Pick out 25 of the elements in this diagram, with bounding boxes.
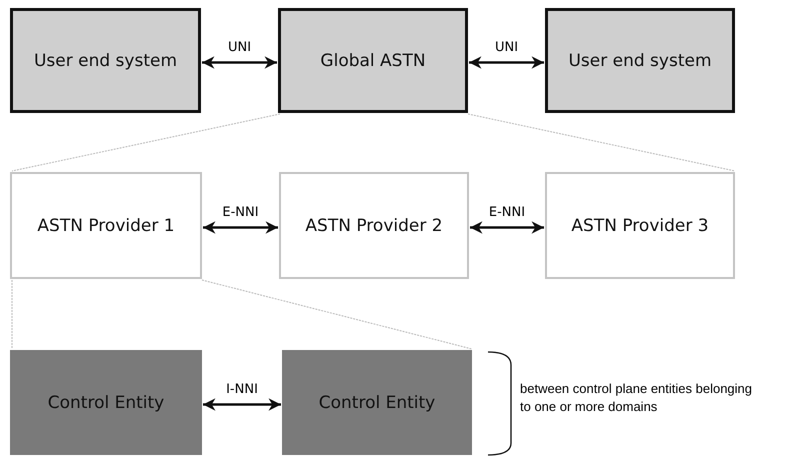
node-label: User end system — [568, 50, 712, 70]
zoom-line — [468, 114, 736, 172]
node-label: ASTN Provider 2 — [305, 216, 443, 236]
system-box — [278, 8, 468, 113]
note-text: between control plane entities belonging to one or more domains — [520, 380, 754, 416]
provider-box — [279, 172, 469, 279]
double-arrow — [203, 221, 278, 234]
double-arrow — [203, 398, 281, 411]
system-box — [10, 8, 201, 113]
node-label: Control Entity — [48, 392, 164, 412]
node-label: User end system — [34, 50, 178, 70]
double-arrow — [202, 56, 277, 69]
provider-box — [545, 172, 735, 279]
node-label: Control Entity — [318, 392, 436, 412]
system-box — [545, 8, 735, 113]
node-label: ASTN Provider 3 — [571, 216, 709, 236]
double-arrow — [469, 56, 544, 69]
node-label: ASTN Provider 1 — [37, 216, 175, 236]
double-arrow — [470, 221, 544, 234]
provider-box — [10, 172, 202, 279]
zoom-line — [12, 114, 280, 172]
node-label: Global ASTN — [320, 50, 426, 70]
entity-box — [10, 350, 202, 455]
entity-box — [282, 350, 472, 455]
zoom-line — [202, 280, 472, 350]
